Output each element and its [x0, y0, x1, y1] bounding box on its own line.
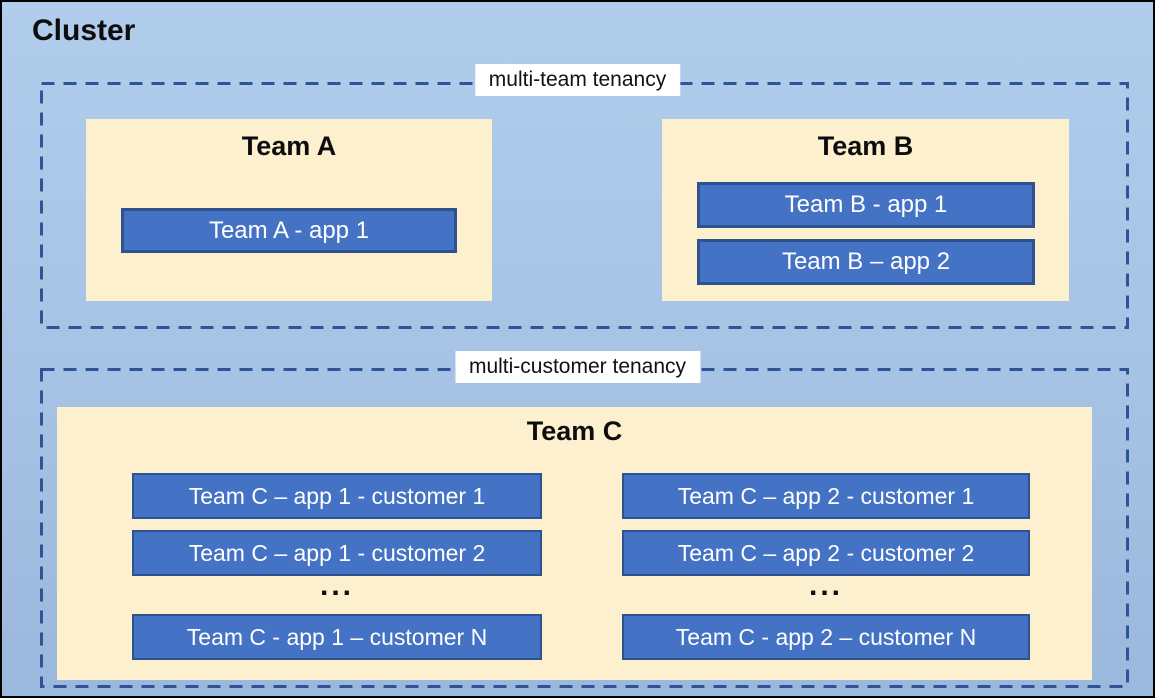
team-c-title: Team C	[526, 416, 623, 446]
team-c-app1-customerN-box: Team C - app 1 – customer N	[132, 614, 542, 660]
cluster-title: Cluster	[32, 14, 136, 47]
team-a-title: Team A	[241, 131, 337, 161]
team-a-app-1-box: Team A - app 1	[121, 208, 457, 253]
team-c-box: Team C Team C – app 1 - customer 1 Team …	[57, 407, 1092, 680]
team-b-title: Team B	[817, 131, 914, 161]
multi-customer-tenancy-label: multi-customer tenancy	[454, 351, 701, 384]
team-b-app-2-box: Team B – app 2	[697, 239, 1035, 285]
team-c-app2-customer1-box: Team C – app 2 - customer 1	[622, 473, 1030, 519]
team-c-app2-customer2-box: Team C – app 2 - customer 2	[622, 530, 1030, 576]
team-b-box: Team B Team B - app 1 Team B – app 2	[662, 119, 1069, 301]
team-c-app1-ellipsis: ...	[319, 569, 354, 602]
team-c-app1-customer2-box: Team C – app 1 - customer 2	[132, 530, 542, 576]
team-a-box: Team A Team A - app 1	[86, 119, 492, 301]
team-c-app2-ellipsis: ...	[808, 569, 843, 602]
team-b-app-1-box: Team B - app 1	[697, 182, 1035, 228]
team-c-app1-customer1-box: Team C – app 1 - customer 1	[132, 473, 542, 519]
multi-team-tenancy-label: multi-team tenancy	[474, 64, 681, 97]
team-c-app2-customerN-box: Team C - app 2 – customer N	[622, 614, 1030, 660]
